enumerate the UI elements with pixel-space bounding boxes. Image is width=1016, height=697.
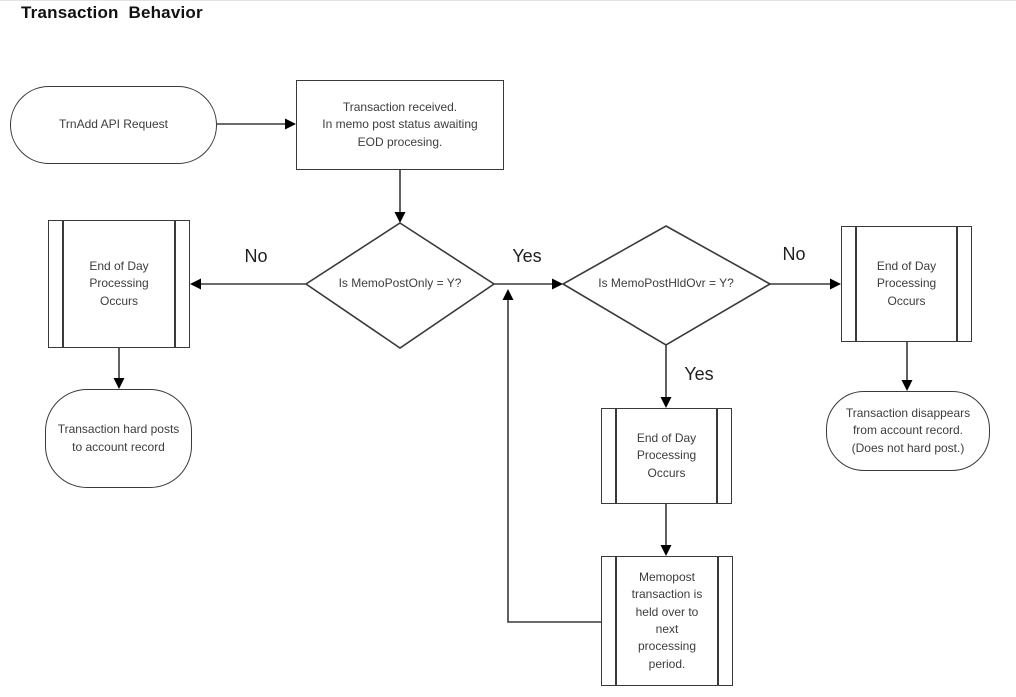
decision-memoposthldovr-label: Is MemoPostHldOvr = Y? (575, 263, 757, 305)
subprocess-right-bar (174, 221, 176, 347)
subprocess-held-over: Memopost transaction is held over to nex… (601, 556, 733, 686)
node-received-label: Transaction received. In memo post statu… (322, 99, 478, 149)
node-disappears-label: Transaction disappears from account reco… (845, 405, 971, 455)
edge-label-memopostonly-yes: Yes (512, 246, 542, 266)
node-start: TrnAdd API Request (10, 86, 217, 164)
subprocess-left-bar (615, 557, 617, 685)
decision-memopostonly-text: Is MemoPostOnly = Y? (338, 276, 462, 291)
subprocess-eod-right-label: End of Day Processing Occurs (876, 258, 937, 308)
subprocess-left-bar (62, 221, 64, 347)
subprocess-eod-middle: End of Day Processing Occurs (601, 408, 732, 504)
subprocess-eod-left-label: End of Day Processing Occurs (89, 258, 149, 308)
arrowhead-memopostonly-no (190, 278, 201, 290)
arrowhead-memopostonly-yes (552, 278, 563, 290)
edge-heldover-feedback (507, 300, 601, 623)
subprocess-left-bar (855, 227, 857, 341)
arrowhead-memoposthldovr-no (830, 278, 841, 290)
subprocess-right-bar (956, 227, 958, 341)
decision-memoposthldovr-text: Is MemoPostHldOvr = Y? (598, 276, 734, 291)
node-disappears: Transaction disappears from account reco… (826, 391, 990, 471)
node-start-label: TrnAdd API Request (59, 117, 168, 132)
decision-memopostonly-shape (304, 222, 496, 349)
subprocess-right-bar (716, 409, 718, 503)
arrowhead-eodmiddle-to-heldover (660, 545, 672, 556)
subprocess-eod-right: End of Day Processing Occurs (841, 226, 972, 342)
page-title: Transaction Behavior (21, 3, 203, 22)
node-hard-posts: Transaction hard posts to account record (45, 389, 192, 488)
edge-label-memopostonly-no: No (244, 246, 268, 266)
decision-memopostonly-label: Is MemoPostOnly = Y? (318, 263, 482, 305)
edge-label-memoposthldovr-yes: Yes (684, 364, 714, 384)
subprocess-left-bar (615, 409, 617, 503)
subprocess-held-over-label: Memopost transaction is held over to nex… (631, 569, 703, 671)
subprocess-eod-middle-label: End of Day Processing Occurs (636, 430, 697, 480)
arrowhead-received-to-memopostonly (394, 212, 406, 223)
arrowhead-memoposthldovr-yes (660, 397, 672, 408)
arrowhead-heldover-feedback (502, 289, 514, 300)
subprocess-eod-left: End of Day Processing Occurs (48, 220, 190, 348)
arrowhead-eodleft-to-hardposts (113, 378, 125, 389)
arrowhead-eodright-to-disappears (901, 380, 913, 391)
edge-label-memoposthldovr-no: No (782, 244, 806, 264)
arrowhead-start-to-received (285, 118, 296, 130)
subprocess-right-bar (717, 557, 719, 685)
node-received: Transaction received. In memo post statu… (296, 80, 504, 170)
node-hard-posts-label: Transaction hard posts to account record (57, 422, 180, 454)
